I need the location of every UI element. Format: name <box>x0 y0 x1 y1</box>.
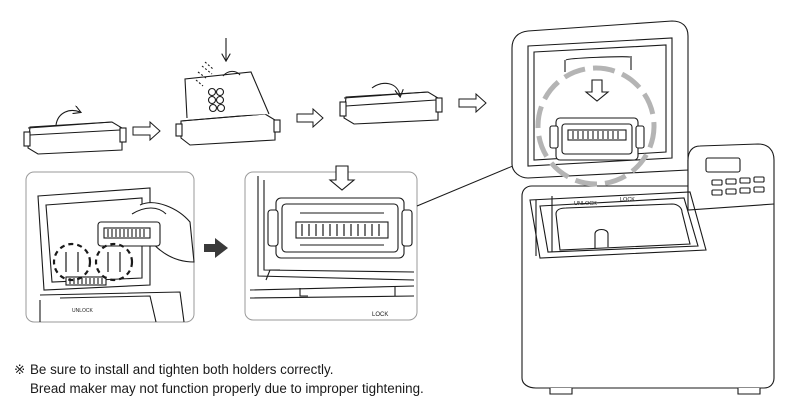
machine-unlock-label: UNLOCK <box>574 201 597 207</box>
note-text-1: Be sure to install and tighten both hold… <box>30 362 334 377</box>
highlight-circle <box>535 65 657 187</box>
arrow-3 <box>458 92 487 114</box>
panel-zoom-holder: LOCK <box>244 165 418 321</box>
note-symbol: ※ <box>14 362 26 377</box>
step1-holder-closed <box>23 111 127 155</box>
machine-lock-label: LOCK <box>620 197 635 203</box>
note-line-2: Bread maker may not function properly du… <box>14 381 424 396</box>
note-text-2: Bread maker may not function properly du… <box>30 381 424 396</box>
arrow-filled <box>204 238 228 258</box>
bread-maker <box>511 20 775 395</box>
step3-holder-closed <box>339 82 443 125</box>
note-line-1: ※ Be sure to install and tighten both hol… <box>14 362 333 378</box>
step2-holder-open <box>175 38 281 146</box>
arrow-2 <box>296 107 324 129</box>
panel-install-lid: UNLOCK <box>25 171 195 323</box>
panel1-unlock-label: UNLOCK <box>72 308 94 314</box>
panel2-lock-label: LOCK <box>372 312 388 318</box>
arrow-1 <box>132 120 161 142</box>
